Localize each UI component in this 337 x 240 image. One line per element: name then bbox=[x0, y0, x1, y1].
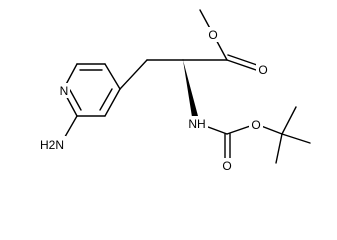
carbonyl-bond-b bbox=[227, 54, 258, 66]
ring-ch2-bond bbox=[119, 59, 148, 90]
nh-label: NH bbox=[188, 117, 205, 131]
tert-butyl-group bbox=[275, 106, 311, 164]
stereo-wedge bbox=[183, 60, 198, 117]
pyridine-ring bbox=[62, 63, 121, 117]
carbamate-carbonyl-oxygen-label: O bbox=[222, 159, 231, 173]
carbamate-ether-oxygen-label: O bbox=[251, 118, 260, 132]
methoxy-oxygen-label: O bbox=[208, 28, 217, 42]
amino-nh2-label: H2N bbox=[40, 138, 64, 152]
pyridine-nitrogen-label: N bbox=[60, 84, 69, 98]
carbonyl-bond-a bbox=[226, 59, 257, 71]
molecule-structure: O O N NH O O H2N bbox=[38, 9, 311, 173]
carbonyl-oxygen-label: O bbox=[258, 63, 267, 77]
